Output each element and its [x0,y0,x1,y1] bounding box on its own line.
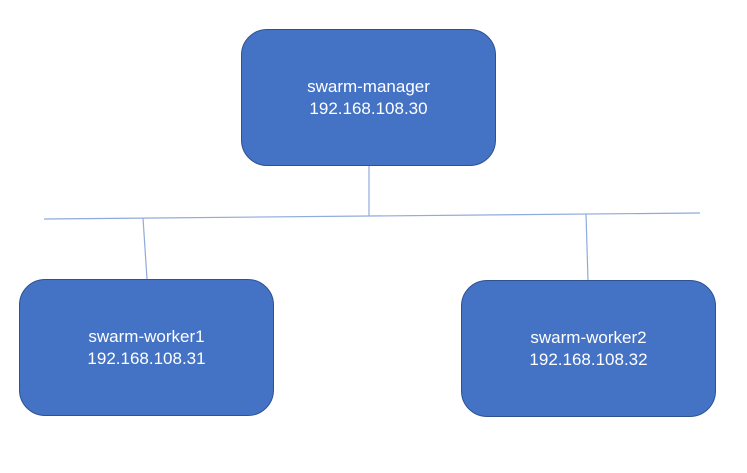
worker1-node: swarm-worker1 192.168.108.31 [19,279,274,416]
manager-name: swarm-manager [307,76,430,96]
worker2-connector [585,213,589,281]
worker2-node: swarm-worker2 192.168.108.32 [461,280,716,417]
network-bus-line [43,212,701,220]
worker2-ip: 192.168.108.32 [529,349,648,369]
manager-ip: 192.168.108.30 [309,98,428,118]
manager-node: swarm-manager 192.168.108.30 [241,29,496,166]
worker1-name: swarm-worker1 [88,326,205,346]
worker2-name: swarm-worker2 [530,327,647,347]
worker1-connector [142,217,148,280]
worker1-ip: 192.168.108.31 [87,348,206,368]
